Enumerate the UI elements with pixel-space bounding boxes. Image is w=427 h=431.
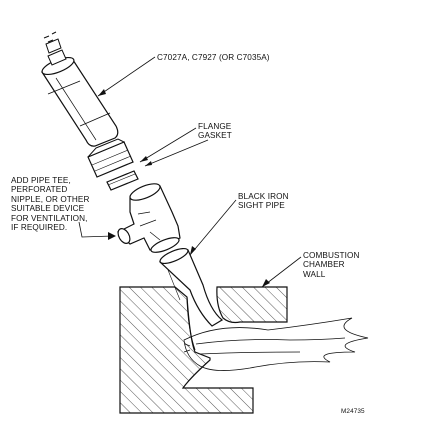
vent-line-1: ADD PIPE TEE, — [11, 176, 71, 185]
flame — [183, 317, 369, 371]
sight-pipe-line-2: SIGHT PIPE — [238, 201, 285, 211]
ventilation-note-label: ADD PIPE TEE, PERFORATED NIPPLE, OR OTHE… — [11, 176, 90, 232]
vent-line-3: NIPPLE, OR OTHER — [11, 194, 90, 204]
flange — [87, 138, 134, 178]
sight-pipe — [158, 247, 224, 327]
vent-line-2: PERFORATED — [11, 185, 68, 195]
gasket — [106, 170, 139, 191]
wall-line-3: WALL — [303, 269, 326, 279]
figure-code-label: M24735 — [341, 407, 365, 416]
sight-pipe-label: BLACK IRON SIGHT PIPE — [238, 192, 289, 211]
combustion-wall-label: COMBUSTION CHAMBER WALL — [303, 251, 360, 279]
pipe-tee — [116, 183, 181, 253]
flange-leader — [139, 127, 197, 163]
wall-line-1: COMBUSTION — [303, 251, 360, 260]
sensor-leader — [97, 56, 156, 97]
sight-pipe-line-1: BLACK IRON — [238, 192, 289, 201]
flange-gasket-label: FLANGE GASKET — [198, 122, 232, 141]
leader-arrowheads — [98, 89, 270, 287]
leader-lines — [78, 56, 302, 288]
figure-code-text: M24735 — [341, 408, 365, 415]
sensor-model-text: C7027A, C7927 (OR C7035A) — [157, 53, 270, 62]
vent-leader — [78, 221, 114, 238]
sight-pipe-leader — [189, 199, 237, 256]
vent-line-5: FOR VENTILATION, — [11, 213, 88, 223]
sensor-model-label: C7027A, C7927 (OR C7035A) — [157, 53, 270, 62]
vent-line-6: IF REQUIRED. — [11, 223, 68, 233]
vent-line-4: SUITABLE DEVICE — [11, 204, 85, 214]
flame-detector — [41, 31, 119, 147]
wall-line-2: CHAMBER — [303, 260, 345, 270]
gasket-leader — [144, 139, 209, 167]
flange-text: FLANGE — [198, 122, 232, 131]
gasket-text: GASKET — [198, 131, 232, 141]
